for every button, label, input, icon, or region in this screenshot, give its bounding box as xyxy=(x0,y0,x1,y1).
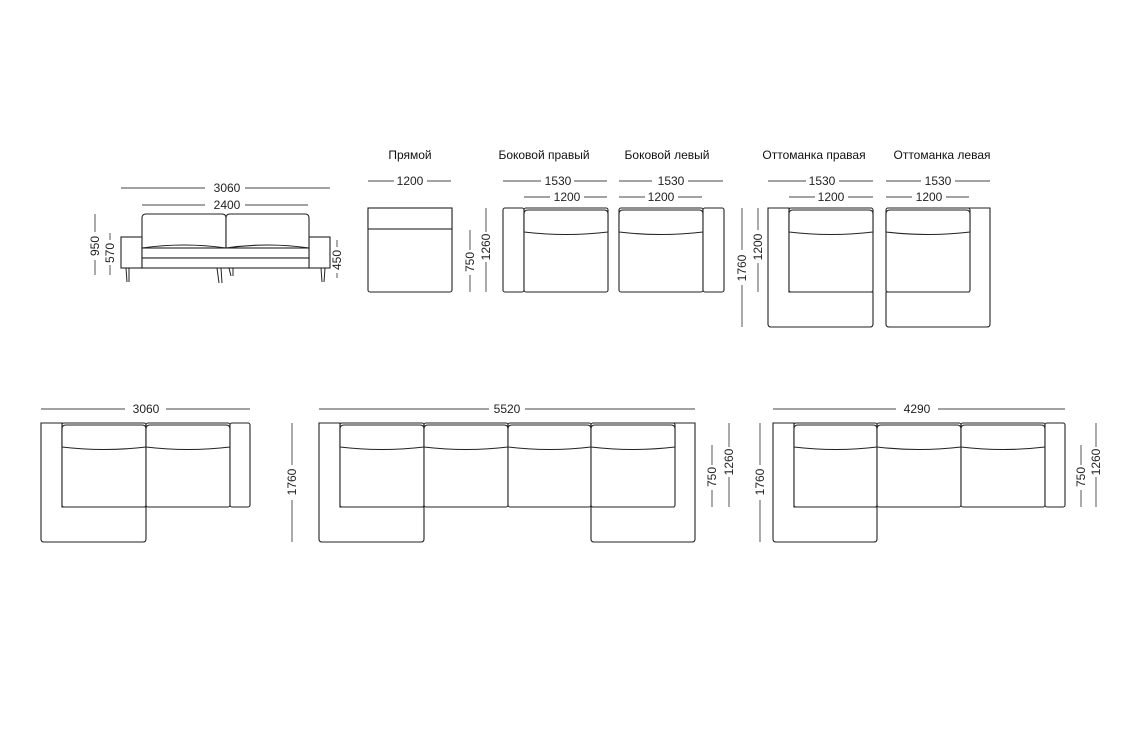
module-side-right-total: 1530 xyxy=(545,174,572,188)
module-straight: Прямой 1200 750 1260 xyxy=(367,148,493,293)
module-straight-depth-total: 1260 xyxy=(479,233,493,260)
front-seat-height: 450 xyxy=(330,250,344,270)
config-4290-depth-total: 1260 xyxy=(1089,448,1103,475)
module-ottoman-left-title: Оттоманка левая xyxy=(893,148,990,162)
config-3060: 3060 1760 xyxy=(40,402,299,543)
module-ottoman-right-title: Оттоманка правая xyxy=(762,148,865,162)
module-ottoman-right-seat: 1200 xyxy=(818,190,845,204)
module-ottoman-right-seat-depth: 1200 xyxy=(751,233,765,260)
config-4290-width: 4290 xyxy=(904,402,931,416)
module-ottoman-right-total: 1530 xyxy=(809,174,836,188)
config-5520: 5520 750 1260 xyxy=(318,402,736,543)
front-height: 950 xyxy=(88,236,102,256)
config-4290: 4290 1760 750 1260 xyxy=(753,402,1103,543)
front-seat-width: 2400 xyxy=(214,198,241,212)
config-5520-width: 5520 xyxy=(494,402,521,416)
module-side-right-title: Боковой правый xyxy=(498,148,589,162)
config-4290-depth: 1760 xyxy=(753,468,767,495)
config-4290-depth-seat: 750 xyxy=(1074,467,1088,487)
module-straight-width: 1200 xyxy=(397,174,424,188)
module-ottoman-left-seat: 1200 xyxy=(916,190,943,204)
module-ottoman-right: Оттоманка правая 1530 1200 1760 1200 xyxy=(735,148,874,328)
front-total-width: 3060 xyxy=(214,181,241,195)
module-ottoman-right-depth: 1760 xyxy=(735,254,749,281)
config-3060-depth: 1760 xyxy=(285,468,299,495)
config-3060-width: 3060 xyxy=(133,402,160,416)
front-view: 3060 2400 950 570 450 xyxy=(88,181,344,284)
config-5520-depth: 750 xyxy=(705,467,719,487)
module-side-left: Боковой левый 1530 1200 xyxy=(618,148,725,293)
module-side-right-seat: 1200 xyxy=(554,190,581,204)
front-back-height: 570 xyxy=(103,243,117,263)
module-side-left-total: 1530 xyxy=(658,174,685,188)
module-side-left-seat: 1200 xyxy=(648,190,675,204)
module-straight-depth-seat: 750 xyxy=(463,252,477,272)
module-side-left-title: Боковой левый xyxy=(625,148,710,162)
module-ottoman-left: Оттоманка левая 1530 1200 xyxy=(885,148,991,328)
module-side-right: Боковой правый 1530 1200 xyxy=(498,148,609,293)
module-ottoman-left-total: 1530 xyxy=(925,174,952,188)
module-straight-title: Прямой xyxy=(388,148,431,162)
config-5520-depth2: 1260 xyxy=(722,448,736,475)
